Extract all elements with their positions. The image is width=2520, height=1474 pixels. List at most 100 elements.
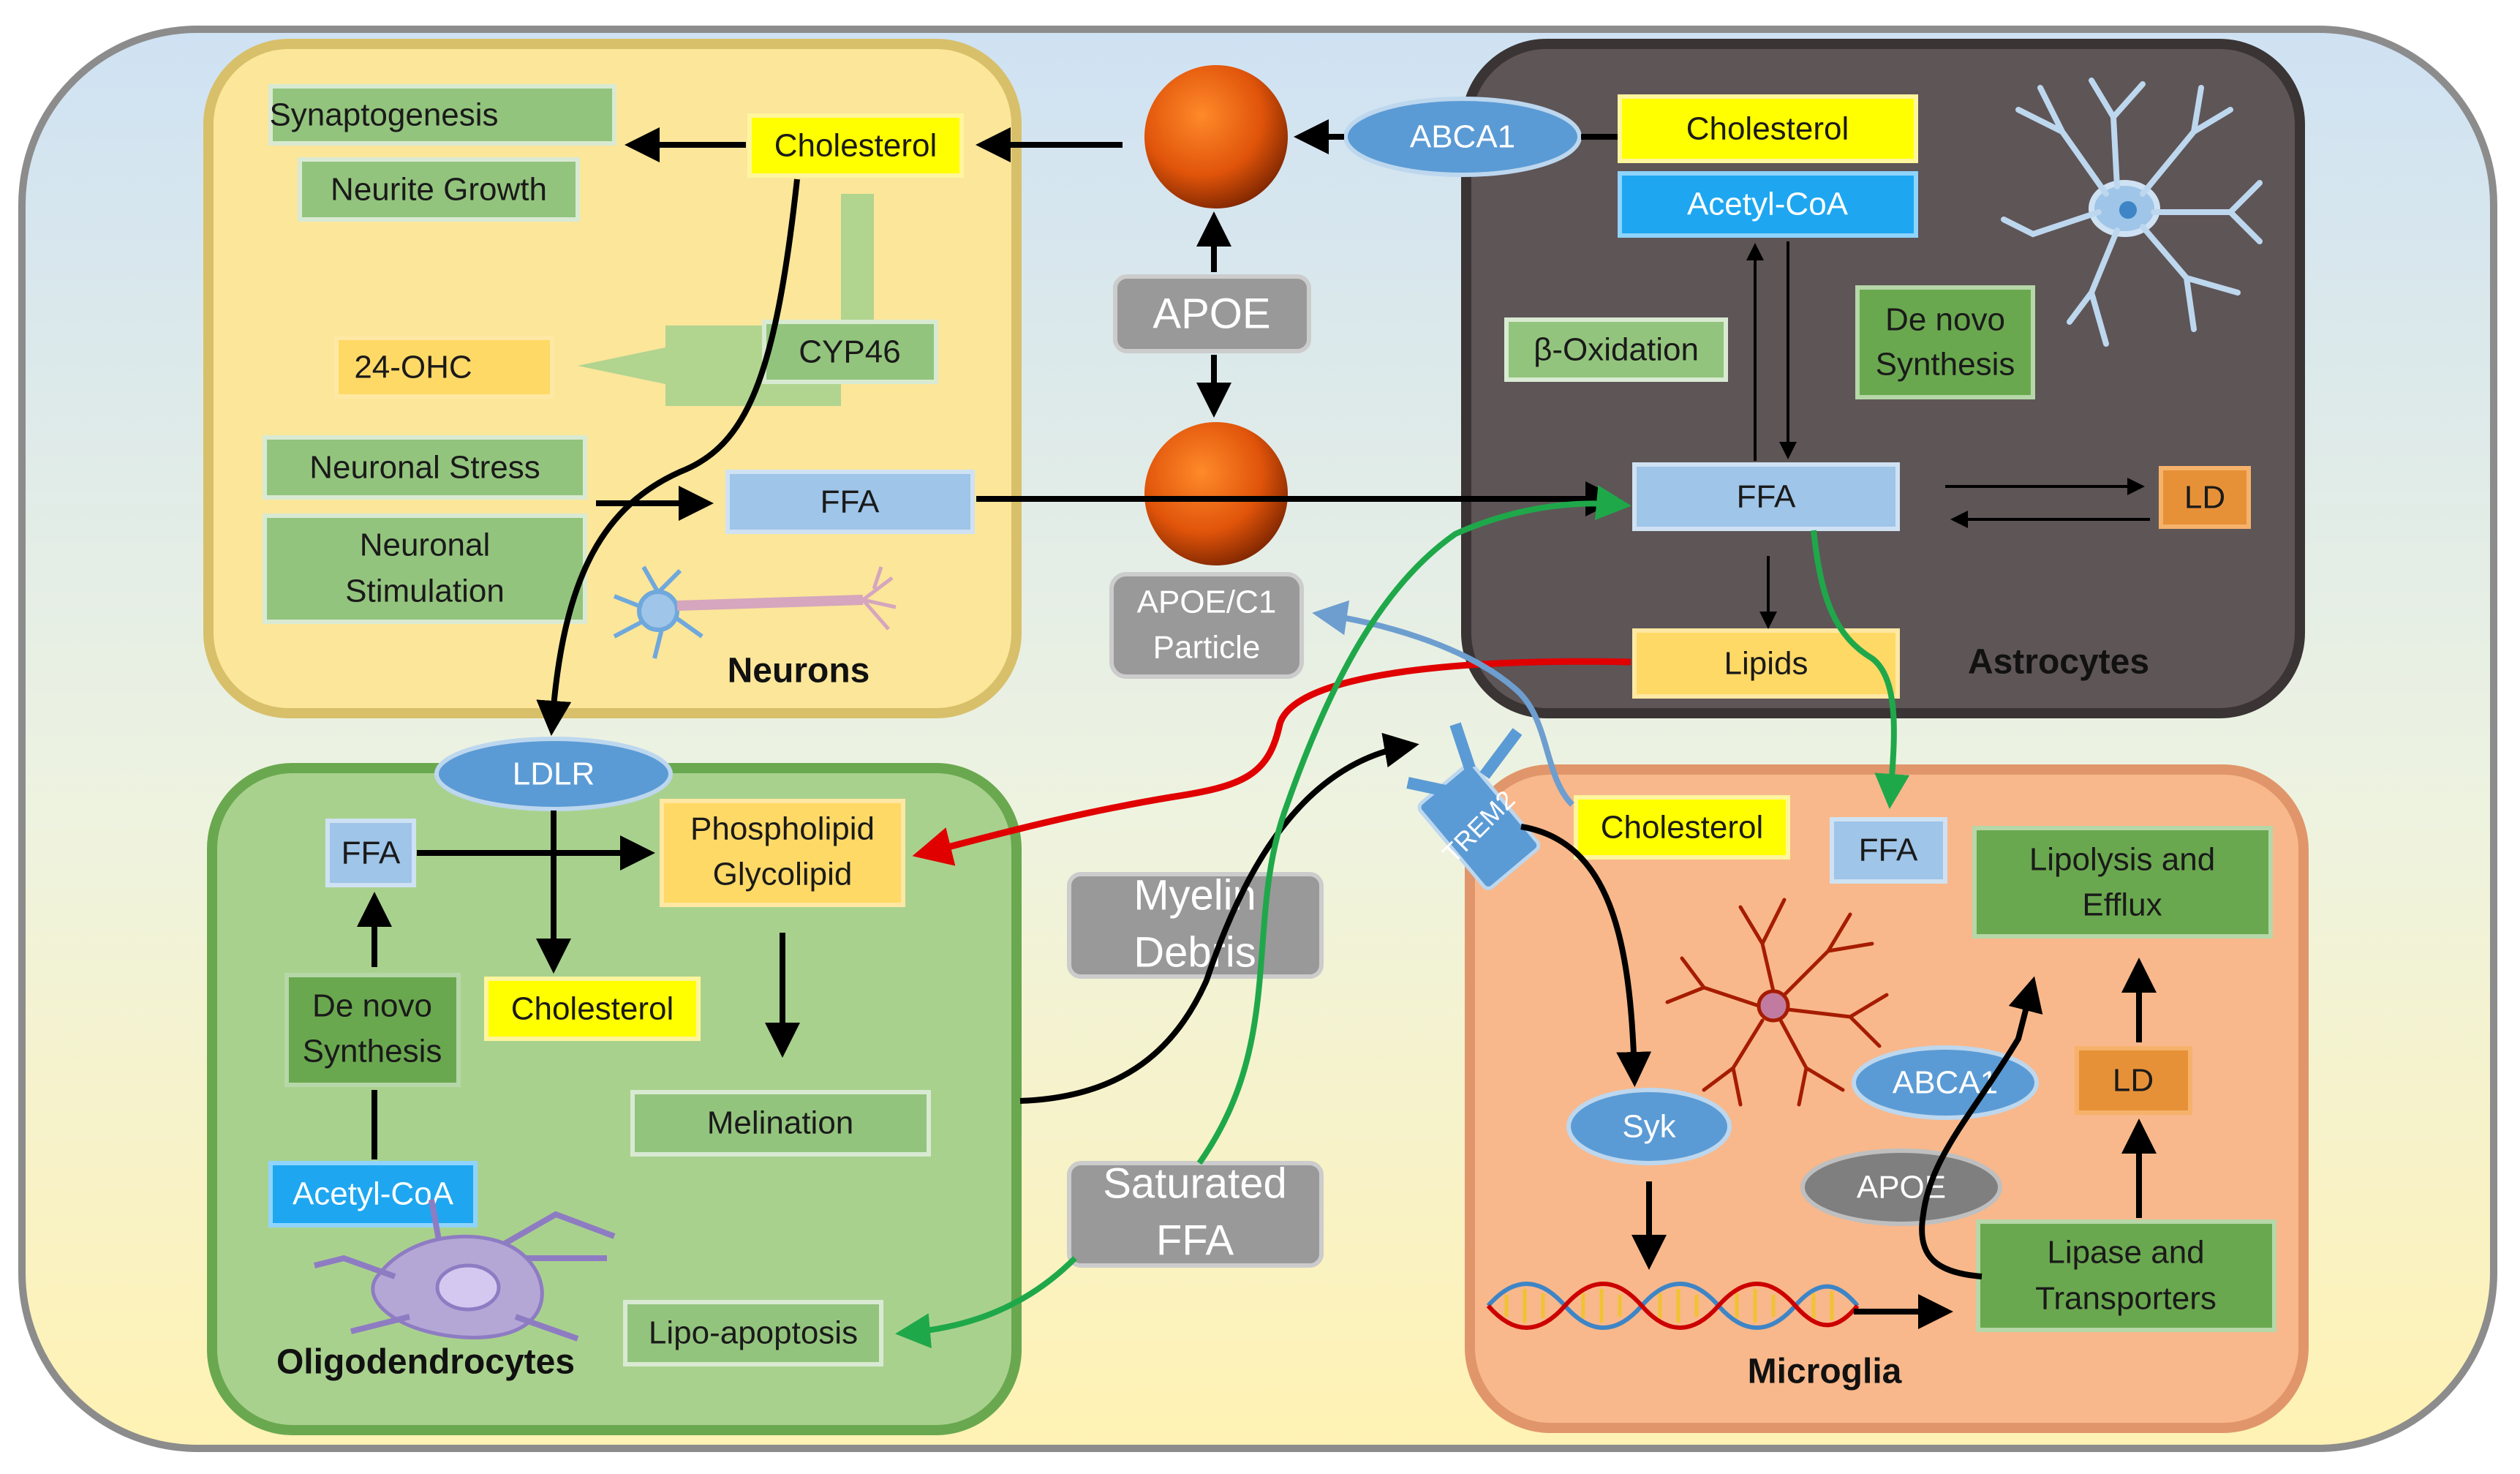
lipase-label-2: Transporters: [2035, 1281, 2217, 1317]
blue-arrow-micro-chol-to-particle: [1312, 600, 1574, 807]
oligo-ffa-label: FFA: [342, 835, 401, 871]
micro-cholesterol-box: [1574, 795, 1790, 860]
astro-lipids-label: Lipids: [1724, 646, 1808, 682]
astro-abca1-ellipse: [1343, 97, 1582, 177]
phospholipid-box: [660, 799, 905, 907]
neuronal-stress-label: Neuronal Stress: [309, 450, 540, 486]
arrow-melination-to-trem2: [1019, 732, 1419, 1104]
oligo-cholesterol-box: [484, 977, 701, 1041]
neuronal-stimulation-label-1: Neuronal: [360, 527, 491, 563]
astro-acetyl-coa-box: [1618, 171, 1918, 238]
micro-ffa-box: [1830, 817, 1947, 884]
astro-de-novo-box: [1855, 285, 2035, 399]
oligo-ffa-box: [325, 819, 416, 887]
oligo-de-novo-label-1: De novo: [312, 988, 432, 1024]
micro-apoe-ellipse: [1800, 1148, 2002, 1226]
apoe-particle-bottom: [1144, 422, 1288, 565]
ldlr-label: LDLR: [513, 756, 595, 792]
arrow-chol-to-ldlr: [536, 178, 800, 736]
astrocytes-title: Astrocytes: [1968, 643, 2149, 682]
lipo-apoptosis-box: [623, 1300, 883, 1366]
oligo-de-novo-label-2: Synthesis: [303, 1034, 442, 1069]
astro-ld-box: [2159, 466, 2251, 529]
astro-de-novo-label-2: Synthesis: [1876, 347, 2015, 383]
neuron-ffa-box: [725, 470, 975, 534]
neuron-cholesterol-box: [747, 113, 964, 178]
apoe-label: APOE: [1153, 290, 1270, 338]
dna-illustration: [1486, 1282, 1860, 1330]
neurite-growth-box: [298, 157, 580, 222]
oligo-acetyl-coa-label: Acetyl-CoA: [293, 1176, 454, 1212]
apoe-c1-box: [1109, 572, 1304, 679]
apoe-c1-label-2: Particle: [1153, 630, 1261, 666]
syk-ellipse: [1566, 1088, 1732, 1165]
oligodendrocytes-cell: FFA Phospholipid Glycolipid De novo Synt…: [207, 763, 1022, 1435]
green-arrow-satffa-to-astro-ffa: [1196, 485, 1631, 1165]
neuron-ffa-label: FFA: [820, 484, 880, 520]
micro-ld-label: LD: [2113, 1063, 2154, 1099]
apoe-particle-top: [1144, 65, 1288, 208]
apoe-c1-label-1: APOE/C1: [1137, 584, 1277, 620]
green-arrow-satffa-to-lipo-apoptosis: [895, 1256, 1077, 1349]
lipo-apoptosis-label: Lipo-apoptosis: [649, 1315, 858, 1351]
neuronal-stimulation-box: [263, 514, 587, 624]
myelin-debris-box: [1067, 872, 1324, 979]
cyp46-label: CYP46: [799, 334, 900, 370]
lipolysis-label-2: Efflux: [2082, 887, 2162, 923]
saturated-ffa-label-2: FFA: [1156, 1217, 1234, 1265]
microglia-illustration: [1665, 898, 1889, 1107]
astro-abca1-label: ABCA1: [1410, 119, 1515, 155]
cyp46-box: [762, 320, 938, 384]
oligo-acetyl-coa-box: [268, 1161, 478, 1227]
astro-ld-label: LD: [2184, 480, 2225, 516]
astro-de-novo-label-1: De novo: [1885, 302, 2005, 338]
micro-cholesterol-label: Cholesterol: [1601, 810, 1764, 846]
micro-abca1-ellipse: [1852, 1045, 2039, 1120]
arrow-trem2-to-syk: [1520, 824, 1652, 1087]
lipolysis-box: [1972, 826, 2273, 939]
micro-ffa-label: FFA: [1859, 832, 1918, 868]
ohc-box: [334, 336, 554, 399]
syk-label: Syk: [1622, 1109, 1676, 1145]
astro-cholesterol-label: Cholesterol: [1686, 111, 1849, 147]
neuron-illustration: [613, 565, 897, 659]
beta-oxidation-label: β-Oxidation: [1533, 332, 1699, 368]
astrocyte-illustration: [2001, 78, 2263, 347]
oligodendrocyte-illustration: [314, 1199, 616, 1342]
glycolipid-label: Glycolipid: [713, 857, 853, 892]
ohc-label: 24-OHC: [354, 350, 472, 386]
myelin-debris-label-2: Debris: [1133, 929, 1256, 977]
oligodendrocytes-title: Oligodendrocytes: [276, 1343, 575, 1382]
melination-label: Melination: [707, 1105, 854, 1141]
oligo-de-novo-box: [284, 973, 461, 1087]
saturated-ffa-label-1: Saturated: [1103, 1160, 1287, 1208]
micro-ld-box: [2075, 1046, 2192, 1115]
neuronal-stress-box: [263, 435, 587, 500]
lipase-box: [1976, 1219, 2276, 1332]
microglia-title: Microglia: [1748, 1353, 1902, 1391]
beta-oxidation-box: [1504, 317, 1728, 382]
astro-cholesterol-box: [1618, 94, 1918, 163]
apoe-box: [1113, 274, 1311, 353]
green-arrow-astro-ffa-to-micro-ffa: [1811, 530, 1910, 809]
ldlr-ellipse: [434, 737, 673, 811]
neurons-cell: Synaptogenesis Neurite Growth Cholestero…: [203, 39, 1022, 718]
neurite-growth-label: Neurite Growth: [331, 172, 547, 208]
saturated-ffa-box: [1067, 1161, 1324, 1268]
oligo-cholesterol-label: Cholesterol: [511, 991, 674, 1027]
neuronal-stimulation-label-2: Stimulation: [345, 574, 505, 609]
lipase-label-1: Lipase and: [2047, 1235, 2204, 1271]
arrow-lipase-to-lipolysis: [1919, 976, 2043, 1279]
trem2-receptor: TREM2: [1406, 722, 1541, 890]
red-arrow-lipids-to-phospholipid: [912, 658, 1631, 866]
microglia-cell: Cholesterol FFA Lipolysis and Efflux LD …: [1465, 764, 2309, 1433]
astro-ffa-label: FFA: [1737, 479, 1796, 515]
astrocytes-cell: Cholesterol Acetyl-CoA β-Oxidation De no…: [1461, 39, 2305, 718]
phospholipid-label: Phospholipid: [690, 811, 875, 847]
lipolysis-label-1: Lipolysis and: [2029, 842, 2215, 878]
neuron-cholesterol-label: Cholesterol: [774, 128, 938, 164]
melination-box: [630, 1090, 931, 1157]
synaptogenesis-box: [268, 84, 616, 146]
synaptogenesis-label: Synaptogenesis: [269, 97, 498, 133]
